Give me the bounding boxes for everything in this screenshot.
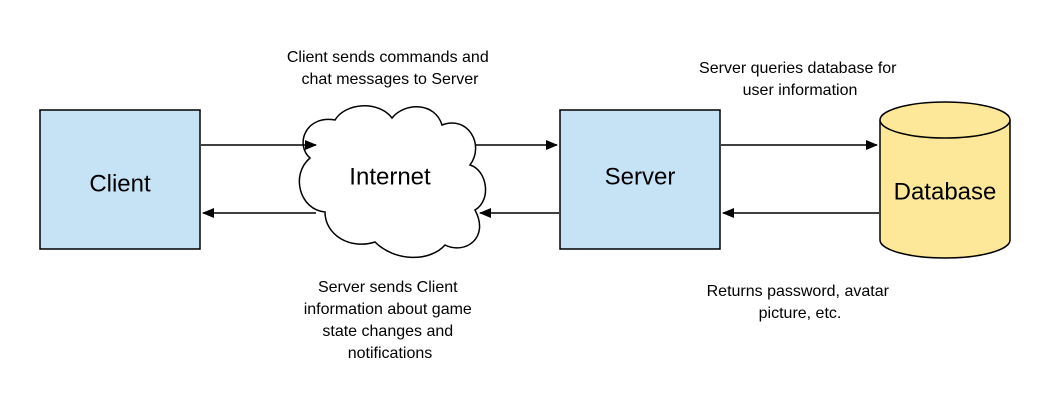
internet-cloud <box>298 105 487 259</box>
database-cylinder <box>879 101 1011 259</box>
database-label: Database <box>894 178 997 205</box>
server-box <box>559 109 721 250</box>
database-top <box>879 101 1011 139</box>
caption-client-to-server: Client sends commands and chat messages … <box>287 49 493 88</box>
client-box <box>39 109 201 250</box>
caption-line: state changes and <box>322 323 453 340</box>
caption-line: notifications <box>348 345 433 362</box>
caption-line: Server sends Client <box>318 279 458 296</box>
caption-line: picture, etc. <box>759 305 842 322</box>
caption-server-to-client: Server sends Client information about ga… <box>304 279 477 362</box>
caption-line: Server queries database for <box>699 60 897 77</box>
internet-label: Internet <box>349 163 431 190</box>
caption-server-to-database: Server queries database for user informa… <box>699 60 901 99</box>
database-body <box>879 120 1011 259</box>
caption-line: chat messages to Server <box>302 71 480 88</box>
caption-line: information about game <box>304 301 472 318</box>
client-label: Client <box>89 170 151 197</box>
caption-database-to-server: Returns password, avatar picture, etc. <box>707 283 894 322</box>
server-label: Server <box>605 163 676 190</box>
caption-line: user information <box>743 82 858 99</box>
caption-line: Client sends commands and <box>287 49 489 66</box>
caption-line: Returns password, avatar <box>707 283 890 300</box>
